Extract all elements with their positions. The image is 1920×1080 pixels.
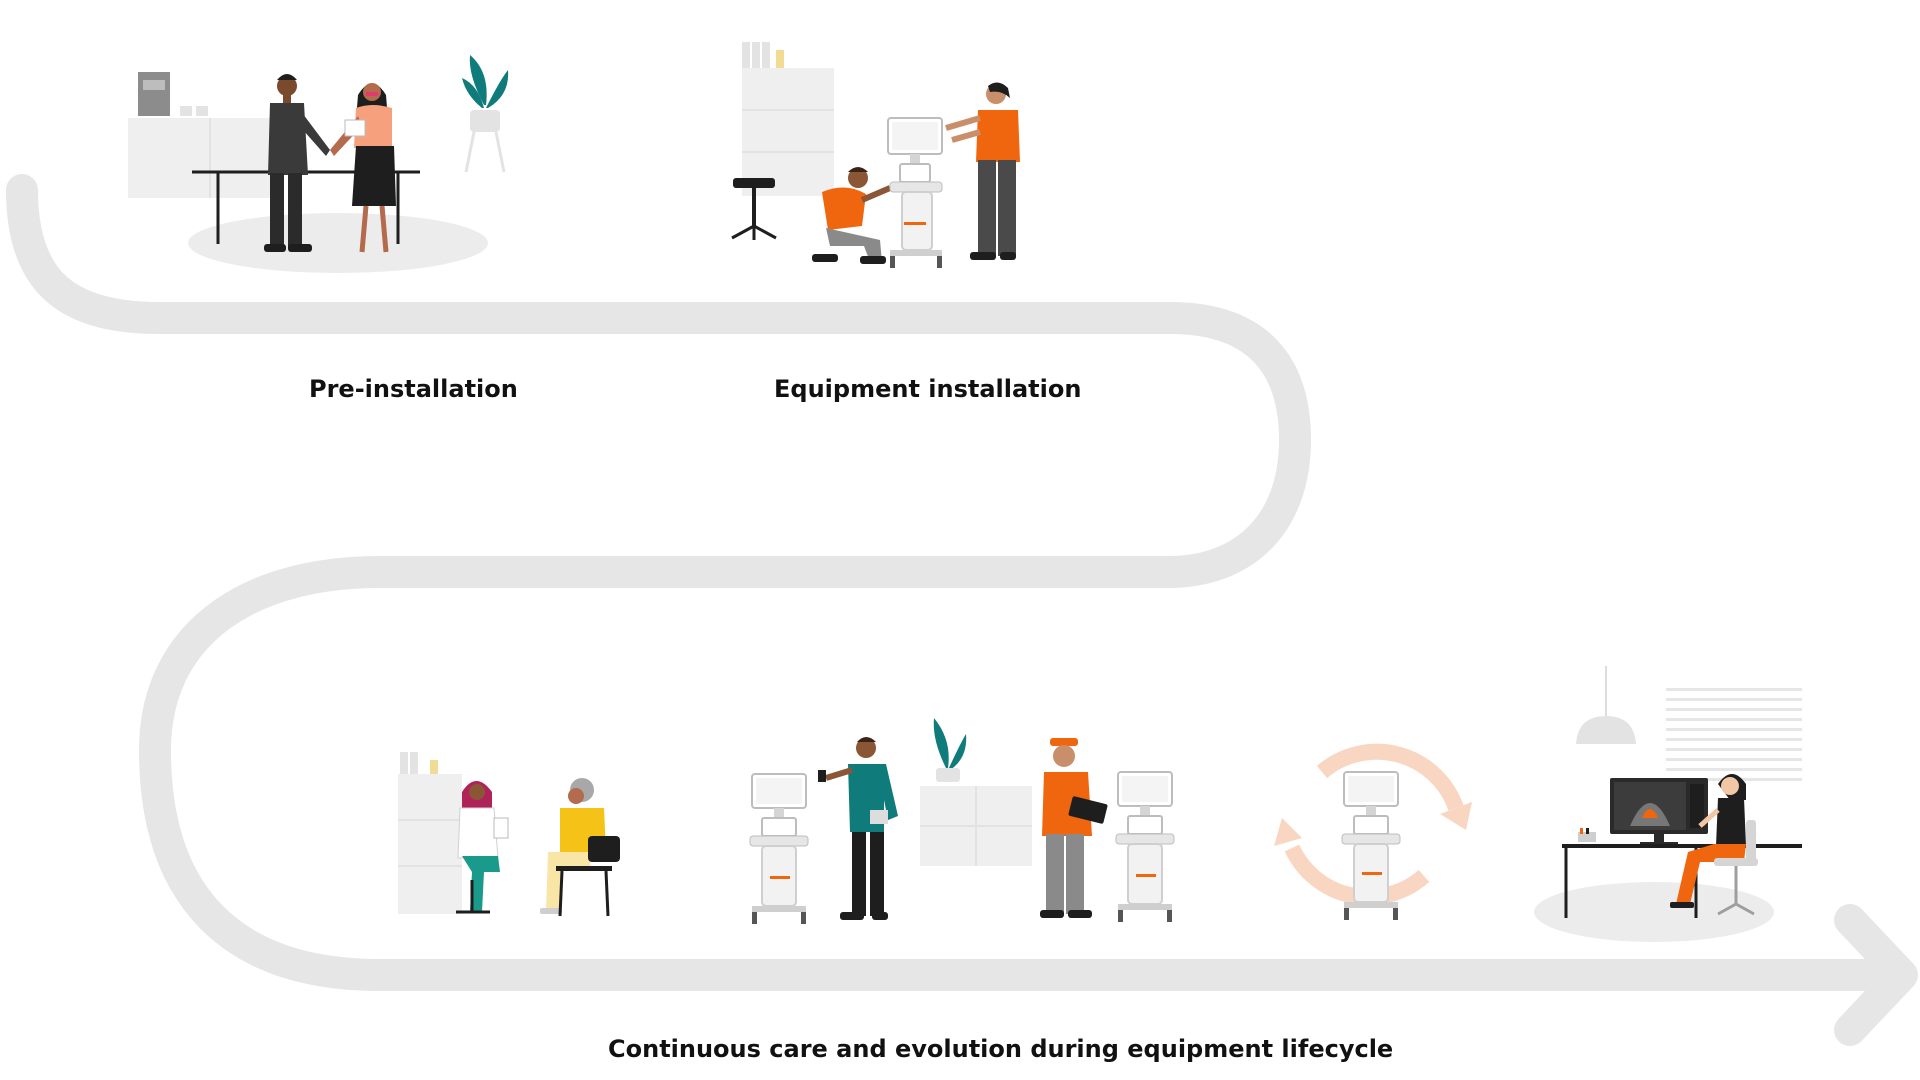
service-scene: [749, 718, 1175, 924]
office-chair-icon: [1714, 820, 1758, 916]
consultation-scene: [398, 752, 620, 917]
engineer-with-phone: [818, 737, 898, 920]
upgrade-cycle-scene: [1274, 743, 1472, 920]
stage-label-continuous-care: Continuous care and evolution during equ…: [608, 1035, 1394, 1063]
pre-installation-scene: [128, 55, 509, 273]
plant-icon: [933, 718, 967, 782]
stool-icon: [731, 178, 777, 240]
ultrasound-cart: [887, 117, 943, 268]
technician-with-tablet: [1040, 738, 1108, 918]
stage-label-equipment-installation: Equipment installation: [774, 375, 1082, 403]
arrow-head-icon: [1834, 904, 1918, 1046]
stage-label-pre-installation: Pre-installation: [309, 375, 518, 403]
plant-icon: [462, 55, 509, 173]
standing-technician: [945, 82, 1020, 260]
businessman: [264, 74, 330, 252]
businesswoman: [330, 83, 396, 253]
ultrasound-cart: [1115, 771, 1175, 922]
ultrasound-cart: [749, 773, 809, 924]
kneeling-technician: [812, 167, 892, 264]
ultrasound-cart: [1341, 771, 1401, 920]
journey-path: [6, 174, 1906, 991]
equipment-installation-scene: [731, 42, 1020, 268]
monitor-icon: [1610, 778, 1708, 846]
workstation-scene: [1534, 666, 1802, 942]
chair-icon: [556, 836, 620, 917]
doctor: [456, 781, 509, 914]
window-blinds: [1666, 688, 1802, 781]
